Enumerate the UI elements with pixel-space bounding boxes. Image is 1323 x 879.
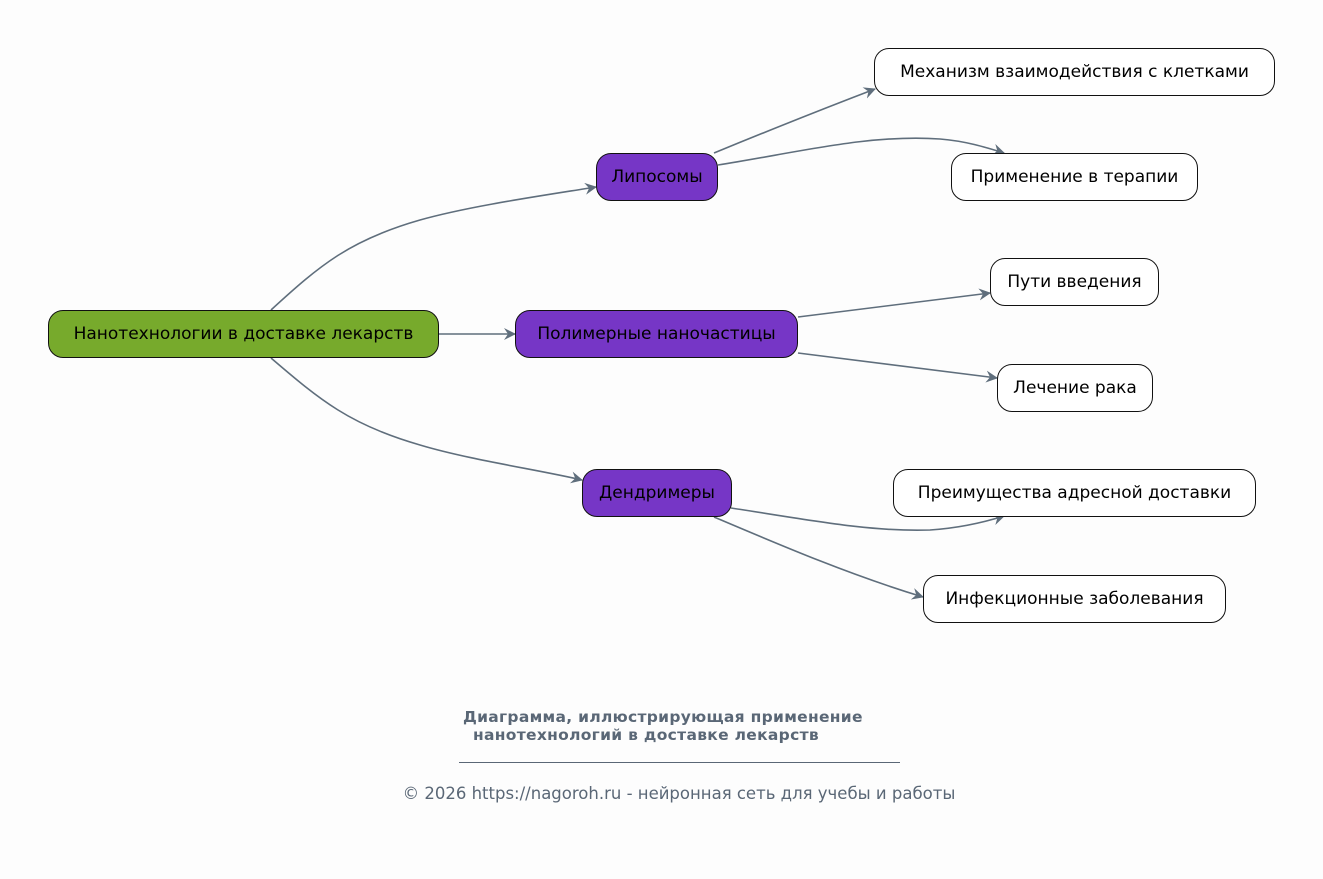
- node-root-label: Нанотехнологии в доставке лекарств: [73, 324, 414, 344]
- edge-liposomes-mechanism: [713, 87, 876, 154]
- node-targeted-delivery[interactable]: Преимущества адресной доставки: [893, 469, 1256, 517]
- edge-liposomes-therapy: [717, 137, 1005, 166]
- diagram-caption-line2: нанотехнологий в доставке лекарств: [473, 726, 819, 744]
- node-routes-label: Пути введения: [1007, 272, 1142, 292]
- edge-polymer-routes: [797, 288, 991, 318]
- node-targeted-label: Преимущества адресной доставки: [917, 483, 1232, 503]
- diagram-caption-line1: Диаграмма, иллюстрирующая применение: [463, 708, 863, 726]
- node-routes[interactable]: Пути введения: [990, 258, 1159, 306]
- node-root[interactable]: Нанотехнологии в доставке лекарств: [48, 310, 439, 358]
- edge-polymer-cancer: [797, 352, 998, 383]
- node-therapy-label: Применение в терапии: [970, 167, 1179, 187]
- node-mechanism-label: Механизм взаимодействия с клетками: [900, 62, 1249, 82]
- node-liposomes-label: Липосомы: [611, 167, 703, 187]
- edge-root-dendrimers: [270, 357, 583, 484]
- edge-dendrimers-targeted: [730, 507, 1005, 532]
- node-dendrimers-label: Дендримеры: [599, 483, 715, 503]
- caption-divider: [459, 762, 900, 763]
- node-cancer-label: Лечение рака: [1013, 378, 1137, 398]
- node-polymer-label: Полимерные наночастицы: [537, 324, 776, 344]
- node-mechanism[interactable]: Механизм взаимодействия с клетками: [874, 48, 1275, 96]
- node-infections-label: Инфекционные заболевания: [945, 589, 1204, 609]
- node-polymer-nanoparticles[interactable]: Полимерные наночастицы: [515, 310, 798, 358]
- edge-root-liposomes: [270, 182, 597, 311]
- node-cancer[interactable]: Лечение рака: [997, 364, 1153, 412]
- node-dendrimers[interactable]: Дендримеры: [582, 469, 732, 517]
- node-therapy[interactable]: Применение в терапии: [951, 153, 1198, 201]
- footer-copyright: © 2026 https://nagoroh.ru - нейронная се…: [402, 784, 956, 803]
- node-infections[interactable]: Инфекционные заболевания: [923, 575, 1226, 623]
- edge-dendrimers-infections: [713, 516, 924, 600]
- node-liposomes[interactable]: Липосомы: [596, 153, 718, 201]
